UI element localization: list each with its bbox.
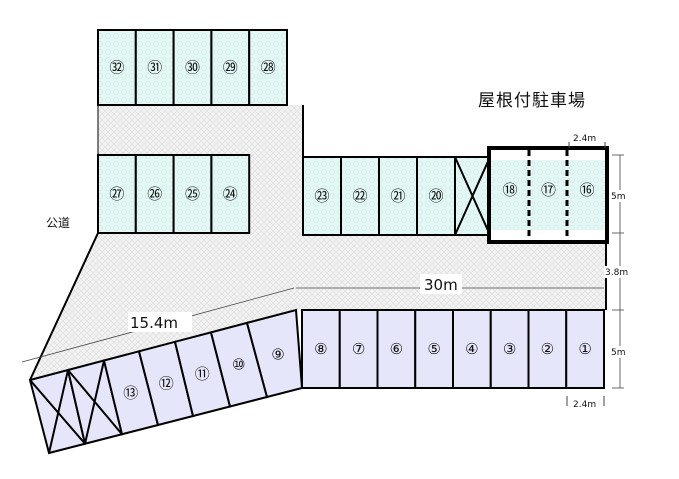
blocked-spot xyxy=(454,156,491,236)
spot-number: ㉕ xyxy=(185,185,200,203)
spot-number: ㉙ xyxy=(223,59,238,77)
spot-number: ① xyxy=(578,340,591,358)
parking-spot[interactable]: ⑧ xyxy=(301,309,341,389)
parking-spot[interactable]: ⑤ xyxy=(414,309,454,389)
spot-number: ⑬ xyxy=(123,384,138,402)
parking-spot[interactable]: ㉗ xyxy=(97,154,137,234)
spot-number: ⑤ xyxy=(427,340,440,358)
spot-number: ⑰ xyxy=(541,181,556,199)
roofed-parking-spot[interactable]: ⑱ xyxy=(502,150,531,240)
parking-spot[interactable]: ⑥ xyxy=(376,309,417,389)
parking-spot-outline xyxy=(248,29,288,106)
parking-spot[interactable]: ② xyxy=(527,309,568,389)
spot-number: ㉔ xyxy=(223,185,238,203)
parking-spot[interactable]: ⑳ xyxy=(416,156,456,236)
dimension-30m: 30m xyxy=(424,276,458,294)
spot-number: ㉜ xyxy=(109,59,124,77)
spot-number: ⑩ xyxy=(232,356,245,374)
spot-number: ④ xyxy=(465,340,478,358)
spot-number: ⑯ xyxy=(579,181,594,199)
parking-spot-outline xyxy=(210,154,251,234)
parking-spot[interactable]: ③ xyxy=(489,309,530,389)
spot-number: ㉗ xyxy=(109,185,124,203)
road-label: 公道 xyxy=(46,216,70,230)
spot-number: ㉑ xyxy=(390,187,405,205)
spot-number: ⑪ xyxy=(195,365,210,383)
roofed-area-frame xyxy=(487,146,609,244)
spot-number: ⑱ xyxy=(502,181,517,199)
spot-number: ㉖ xyxy=(147,185,162,203)
dimension-15-4m: 15.4m xyxy=(130,314,178,332)
spot-number: ㉒ xyxy=(352,187,367,205)
parking-spot[interactable]: ㉒ xyxy=(340,156,380,236)
spot-number: ㉓ xyxy=(314,187,329,205)
parking-spot-outline xyxy=(565,309,605,389)
roofed-parking-spot[interactable]: ⑰ xyxy=(541,150,569,240)
lot-boundary xyxy=(29,232,99,381)
spot-number: ⑫ xyxy=(159,375,174,393)
spot-number: ⑥ xyxy=(390,340,403,358)
parking-spot[interactable]: ㉚ xyxy=(172,29,213,106)
spot-number: ㉘ xyxy=(261,59,276,77)
spot-number: ⑳ xyxy=(428,187,443,205)
parking-spot[interactable]: ㉕ xyxy=(172,154,213,234)
parking-spot[interactable]: ㉜ xyxy=(97,29,137,106)
parking-spot[interactable]: ㉙ xyxy=(210,29,251,106)
dimension-2-4m-top: 2.4m xyxy=(573,134,596,144)
spot-number: ⑦ xyxy=(352,340,365,358)
roofed-parking-spot[interactable]: ⑯ xyxy=(579,181,594,199)
spot-number: ③ xyxy=(503,340,516,358)
dimension-2-4m-bottom: 2.4m xyxy=(573,400,596,410)
spot-number: ㉚ xyxy=(185,59,200,77)
spot-number: ② xyxy=(541,340,554,358)
parking-spot[interactable]: ㉑ xyxy=(378,156,418,236)
spot-number: ⑧ xyxy=(314,340,327,358)
parking-spot[interactable]: ⑬ xyxy=(102,350,160,436)
parking-spot[interactable]: ⑨ xyxy=(245,308,304,399)
parking-spot[interactable]: ㉔ xyxy=(210,154,251,234)
roofed-parking-title: 屋根付駐車場 xyxy=(478,91,586,111)
parking-spot[interactable]: ① xyxy=(565,309,605,389)
parking-spot[interactable]: ④ xyxy=(452,309,492,389)
parking-spot[interactable]: ㉘ xyxy=(248,29,288,106)
spot-number: ⑨ xyxy=(271,345,284,363)
parking-spot[interactable]: ⑦ xyxy=(338,309,379,389)
parking-spot[interactable]: ㉛ xyxy=(134,29,175,106)
parking-spot[interactable]: ㉖ xyxy=(134,154,175,234)
spot-number: ㉛ xyxy=(147,59,162,77)
dimension-3-8m: 3.8m xyxy=(605,268,628,278)
parking-spot[interactable]: ㉓ xyxy=(302,156,342,236)
parking-spot-outline xyxy=(245,308,304,399)
dimension-5m-lower: 5m xyxy=(611,348,626,358)
dimension-5m-roofed: 5m xyxy=(611,192,626,202)
